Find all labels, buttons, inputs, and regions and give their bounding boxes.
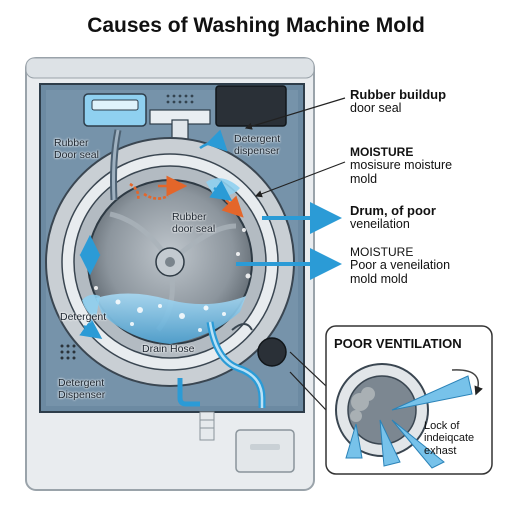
- callout-moisture-2: MOISTURE Poor a veneilation mold mold: [350, 245, 451, 287]
- label-rubber-door-seal-left: Rubber Door seal: [54, 137, 99, 161]
- control-panel: [215, 85, 287, 127]
- inset-mold-icon: [350, 387, 375, 422]
- heat-arrow-icon: [129, 175, 244, 218]
- flow-arrows: [236, 202, 342, 280]
- mold-spot-icon: [60, 344, 76, 360]
- bottom-vent-icon: [257, 337, 287, 367]
- leader-lines: [244, 97, 346, 411]
- callout-drum-ventilation: Drum, of poor veneilation: [350, 203, 436, 232]
- label-rubber-door-seal-center: Rubber door seal: [172, 211, 216, 235]
- callout-heading: MOISTURE: [350, 245, 414, 259]
- label-detergent-dispenser-bottom: Detergent Dispenser: [58, 377, 106, 401]
- callout-text: mosisure moisture mold: [350, 158, 453, 186]
- water-bubbles: [94, 228, 251, 332]
- page-title: Causes of Washing Machine Mold: [87, 14, 425, 37]
- vent-grille-icon: [166, 94, 194, 104]
- callout-text: Poor a veneilation mold mold: [350, 258, 451, 286]
- callout-heading: Rubber buildup: [350, 87, 447, 102]
- callout-text: door seal: [350, 101, 402, 116]
- inset-title: POOR VENTILATION: [334, 336, 462, 351]
- inset-caption: Lock of indeiqcate exhast: [424, 420, 475, 457]
- air-flow-icon: [345, 375, 473, 469]
- callout-text: veneilation: [350, 217, 410, 232]
- callout-heading: Drum, of poor: [350, 203, 436, 218]
- callout-moisture-1: MOISTURE mosisure moisture mold: [350, 145, 453, 187]
- filter-hatch: [235, 429, 295, 473]
- callout-rubber-buildup: Rubber buildup door seal: [350, 87, 447, 116]
- machine-top-strip: [25, 57, 315, 79]
- label-detergent-dispenser-top: Detergent dispenser: [234, 133, 281, 157]
- water-arrow-icon: [79, 129, 233, 340]
- label-drain-hose: Drain Hose: [142, 343, 195, 355]
- label-detergent-left: Detergent: [60, 311, 107, 323]
- callout-heading: MOISTURE: [350, 145, 414, 159]
